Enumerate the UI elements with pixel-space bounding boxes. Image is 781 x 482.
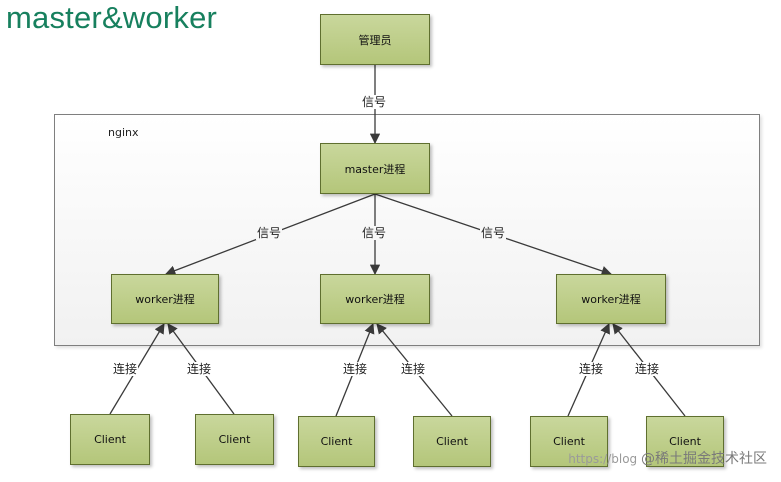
client-node-3: Client (298, 416, 375, 467)
edge-label-master-worker1: 信号 (256, 226, 283, 240)
edge-label-master-worker3: 信号 (480, 226, 507, 240)
client-node-4: Client (413, 416, 491, 467)
client-node-6: Client (646, 416, 724, 467)
worker-node-3-label: worker进程 (581, 293, 641, 306)
master-node: master进程 (320, 143, 430, 194)
client-node-5: Client (530, 416, 608, 467)
client-node-1-label: Client (94, 433, 126, 446)
worker-node-2: worker进程 (320, 274, 430, 324)
edge-label-master-worker2: 信号 (361, 226, 388, 240)
worker-node-2-label: worker进程 (345, 293, 405, 306)
worker-node-1-label: worker进程 (135, 293, 195, 306)
edge-label-client2-worker1: 连接 (186, 362, 213, 376)
client-node-2: Client (195, 414, 274, 465)
edge-label-client6-worker3: 连接 (634, 362, 661, 376)
edge-label-client4-worker2: 连接 (400, 362, 427, 376)
watermark: https://blog @稀土掘金技术社区 (568, 448, 767, 468)
edge-label-admin-master: 信号 (361, 95, 388, 109)
client-node-1: Client (70, 414, 150, 465)
client-node-2-label: Client (218, 433, 251, 446)
watermark-brand: @稀土掘金技术社区 (641, 451, 767, 467)
worker-node-3: worker进程 (556, 274, 666, 324)
edge-label-client1-worker1: 连接 (112, 362, 139, 376)
admin-node-label: 管理员 (358, 33, 392, 47)
worker-node-1: worker进程 (111, 274, 219, 324)
client-node-5-label: Client (553, 435, 585, 448)
edge-label-client3-worker2: 连接 (342, 362, 369, 376)
nginx-label: nginx (108, 126, 139, 139)
client-node-3-label: Client (320, 435, 353, 448)
admin-node: 管理员 (320, 14, 430, 65)
client-node-6-label: Client (669, 435, 701, 448)
diagram-title: master&worker (6, 0, 218, 35)
master-node-label: master进程 (344, 162, 406, 176)
client-node-4-label: Client (436, 435, 468, 448)
watermark-url: https://blog (568, 452, 638, 466)
edge-label-client5-worker3: 连接 (578, 362, 605, 376)
